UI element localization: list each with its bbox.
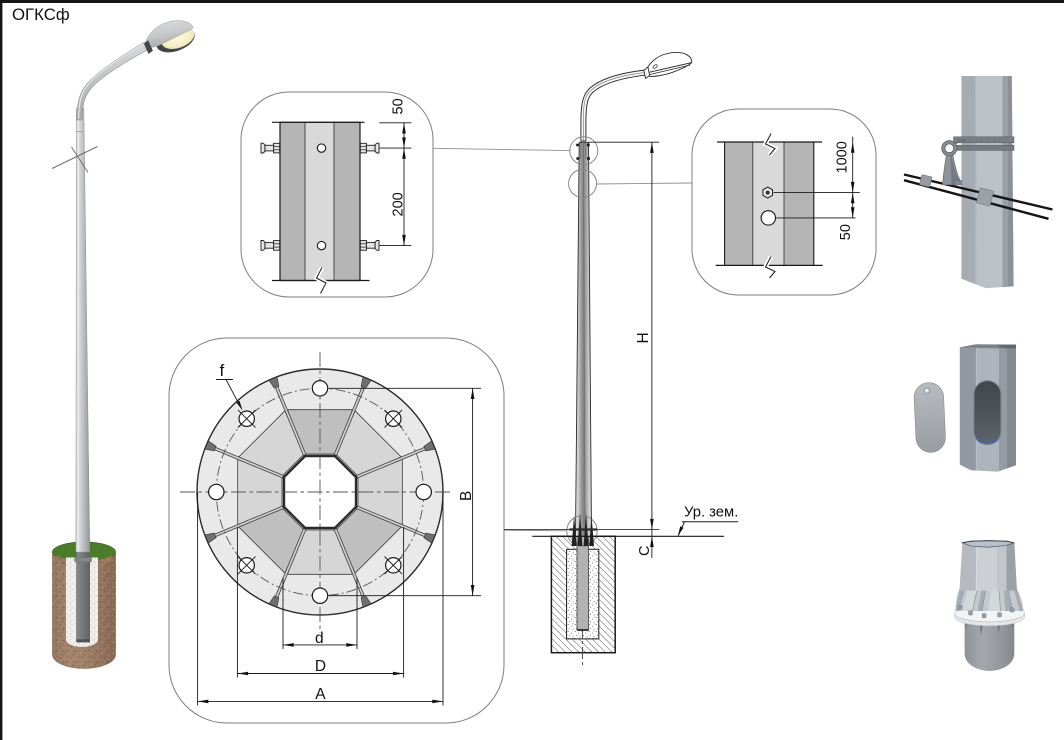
svg-text:C: C <box>637 546 653 556</box>
svg-text:H: H <box>635 332 652 343</box>
svg-text:200: 200 <box>391 192 407 216</box>
svg-text:50: 50 <box>391 98 407 114</box>
svg-text:D: D <box>315 658 326 675</box>
svg-text:d: d <box>315 630 324 647</box>
svg-text:f: f <box>220 361 225 380</box>
svg-text:Ур. зем.: Ур. зем. <box>684 505 738 521</box>
svg-text:ОГКСф: ОГКСф <box>12 5 70 24</box>
svg-text:50: 50 <box>838 224 854 240</box>
svg-text:B: B <box>458 491 475 501</box>
svg-text:1000: 1000 <box>835 141 851 173</box>
svg-text:A: A <box>315 686 326 703</box>
